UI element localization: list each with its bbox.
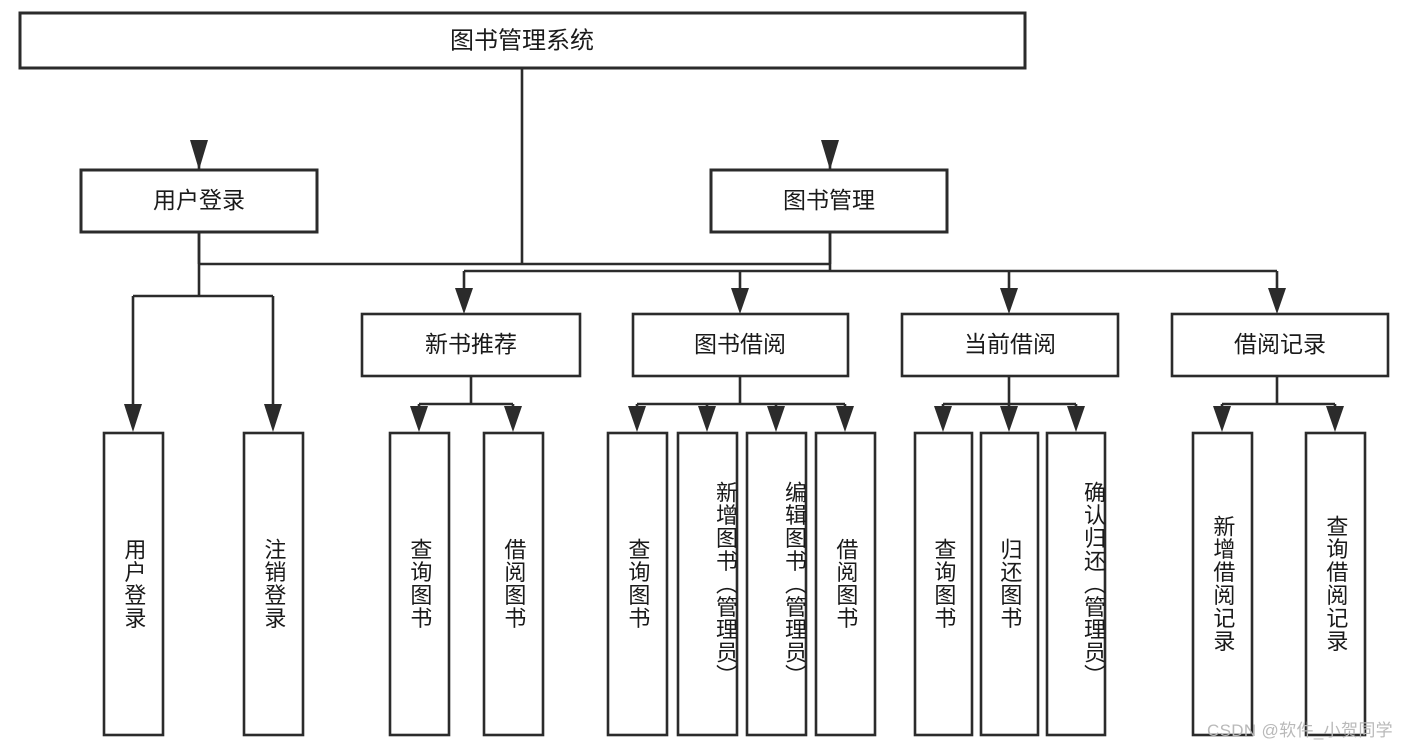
node-leaf-return-book[interactable] xyxy=(979,431,1040,737)
node-leaf-logout[interactable] xyxy=(242,431,305,737)
node-current-borrow-label: 当前借阅 xyxy=(964,331,1056,357)
node-leaf-query-book-current[interactable] xyxy=(913,431,974,737)
node-root-label: 图书管理系统 xyxy=(450,27,594,54)
node-leaf-confirm-return-admin[interactable] xyxy=(1045,431,1107,737)
connector-root-to-level2 xyxy=(197,68,832,266)
node-current-borrow[interactable]: 当前借阅 xyxy=(900,312,1120,378)
node-book-management[interactable]: 图书管理 xyxy=(709,168,949,234)
node-new-book-recommend[interactable]: 新书推荐 xyxy=(360,312,582,378)
connector-bookmanage-to-level3 xyxy=(455,232,1286,314)
node-leaf-edit-book-admin[interactable] xyxy=(745,431,808,737)
watermark-text: CSDN @软件_小贺同学 xyxy=(1206,721,1393,740)
connector-userlogin-to-leaves xyxy=(124,232,282,432)
node-leaf-add-borrow-record[interactable] xyxy=(1191,431,1254,737)
connector-record-to-leaves xyxy=(1213,376,1344,432)
node-leaf-query-book-new[interactable] xyxy=(388,431,451,737)
node-book-borrow-label: 图书借阅 xyxy=(694,331,786,357)
connector-newbook-to-leaves xyxy=(410,376,522,432)
node-new-book-recommend-label: 新书推荐 xyxy=(425,331,517,357)
node-user-login-label: 用户登录 xyxy=(153,187,245,213)
node-leaf-user-login[interactable] xyxy=(102,431,165,737)
node-leaf-borrow-book[interactable] xyxy=(814,431,877,737)
node-user-login[interactable]: 用户登录 xyxy=(79,168,319,234)
connector-current-to-leaves xyxy=(934,376,1085,432)
connector-borrow-to-leaves xyxy=(628,376,854,432)
arrowhead-user-login xyxy=(190,140,208,170)
node-book-borrow[interactable]: 图书借阅 xyxy=(631,312,850,378)
node-book-management-label: 图书管理 xyxy=(783,187,875,213)
node-root[interactable]: 图书管理系统 xyxy=(18,11,1027,70)
node-borrow-record-label: 借阅记录 xyxy=(1234,331,1326,357)
arrowhead-book-manage xyxy=(821,140,839,170)
node-borrow-record[interactable]: 借阅记录 xyxy=(1170,312,1390,378)
node-leaf-add-book-admin[interactable] xyxy=(676,431,739,737)
node-leaf-borrow-book-new[interactable] xyxy=(482,431,545,737)
node-leaf-query-book-borrow[interactable] xyxy=(606,431,669,737)
node-leaf-query-borrow-record[interactable] xyxy=(1304,431,1367,737)
